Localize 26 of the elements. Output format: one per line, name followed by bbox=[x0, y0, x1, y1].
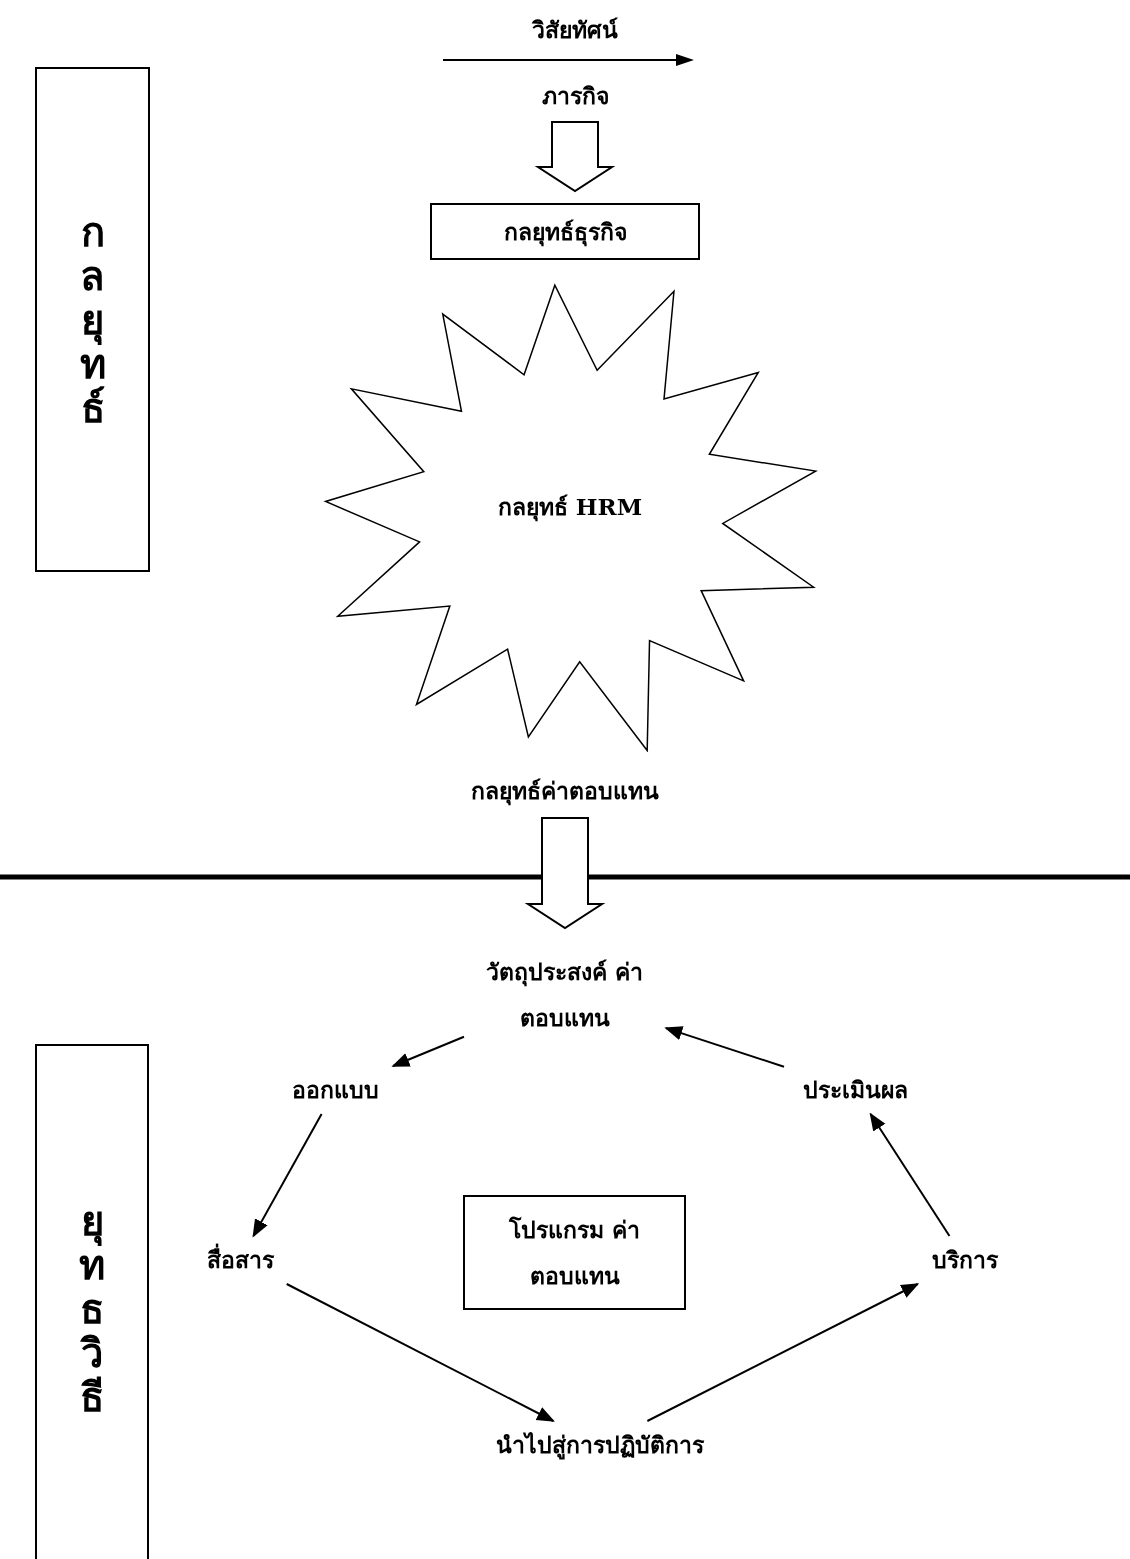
block-arrow bbox=[524, 817, 606, 930]
arrow bbox=[646, 1283, 920, 1422]
node-text: กลยุทธ์ค่าตอบแทน bbox=[471, 776, 659, 806]
arrow bbox=[252, 1113, 323, 1238]
arrow bbox=[664, 1026, 785, 1068]
block-arrow bbox=[534, 121, 616, 193]
node-text: นำไปสู่การปฏิบัติการ bbox=[496, 1430, 704, 1460]
vertical-heading: ยุทธวิธี bbox=[78, 1199, 106, 1419]
node-text: กลยุทธ์ HRM bbox=[497, 492, 643, 522]
node-text: วัตถุประสงค์ ค่าตอบแทน bbox=[485, 957, 645, 1033]
process-box bbox=[430, 203, 700, 260]
arrow bbox=[285, 1283, 555, 1422]
heading-text: วิสัยทัศน์ bbox=[531, 15, 619, 45]
node-text: โปรแกรม ค่าตอบแทน bbox=[508, 1214, 641, 1291]
vertical-title-box bbox=[35, 1044, 149, 1559]
node-text: บริการ bbox=[932, 1245, 998, 1275]
process-box bbox=[463, 1195, 686, 1310]
node-text: กลยุทธ์ธุรกิจ bbox=[503, 216, 627, 247]
node-text: ออกแบบ bbox=[291, 1075, 379, 1105]
vertical-title-box bbox=[35, 67, 150, 572]
node-text: สื่อสาร bbox=[206, 1245, 274, 1275]
arrow bbox=[869, 1112, 951, 1237]
node-text: ภารกิจ bbox=[541, 81, 609, 111]
arrow bbox=[391, 1035, 465, 1067]
node-text: ประเมินผล bbox=[802, 1075, 908, 1105]
vertical-heading: กลยุทธ์ bbox=[78, 209, 107, 430]
